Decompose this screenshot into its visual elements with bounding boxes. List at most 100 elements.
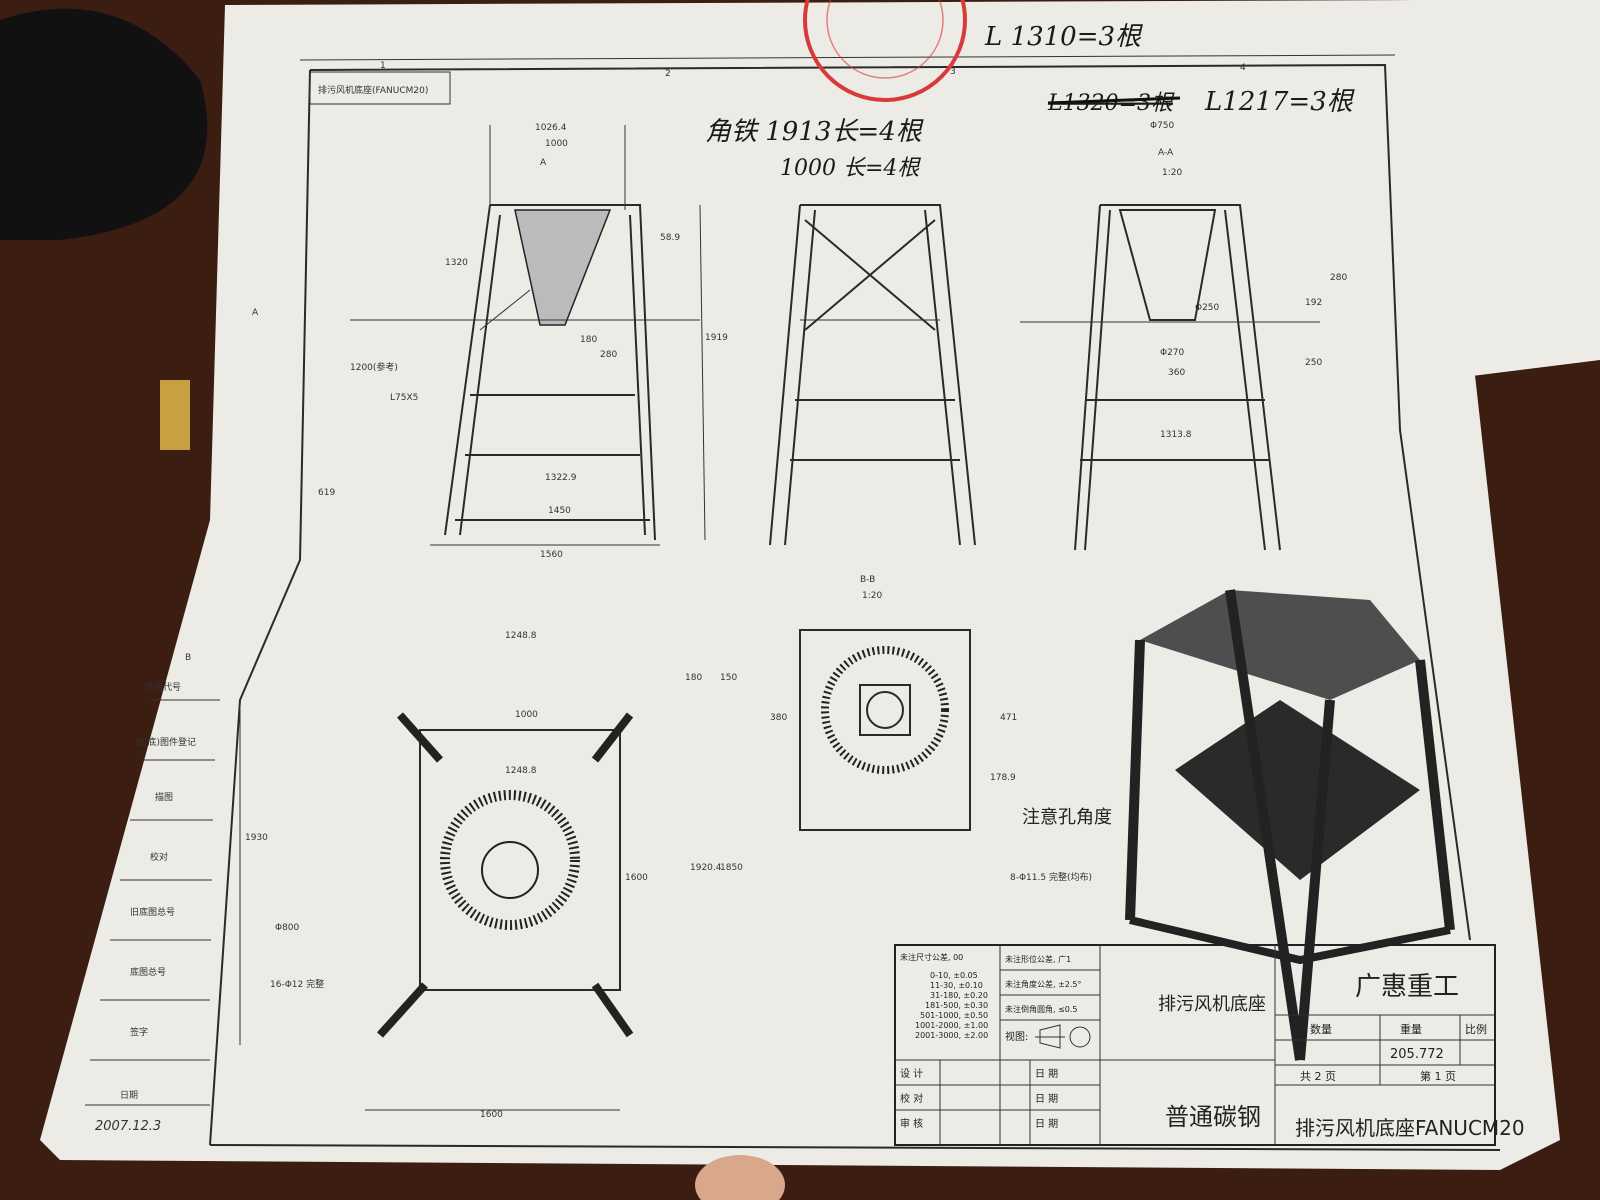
dimension-label: B-B xyxy=(860,575,875,585)
dimension-label: 1920.4 xyxy=(690,863,722,873)
material: 普通碳钢 xyxy=(1165,1103,1261,1131)
dimension-label: 192 xyxy=(1305,298,1322,308)
header-title: 排污风机底座(FANUCM20) xyxy=(318,84,428,96)
dimension-label: 校 对 xyxy=(900,1092,923,1105)
left-revision-column: 借用代号 旧(底)图件登记 描图 校对 旧底图总号 底图总号 签字 日期 200… xyxy=(85,681,220,1134)
title-block: 未注尺寸公差, 00 0-10, ±0.05 11-30, ±0.10 31-1… xyxy=(894,944,1525,1146)
dimension-label: 数量 xyxy=(1310,1023,1332,1036)
dimension-label: 8-Φ11.5 完整(均布) xyxy=(1010,871,1092,883)
dimension-label: 1026.4 xyxy=(535,123,567,133)
dimension-label: 1850 xyxy=(720,863,743,873)
dimension-label: 未注倒角圆角, ≤0.5 xyxy=(1005,1004,1078,1014)
dimension-label: 180 xyxy=(580,335,597,345)
dimension-label: 1313.8 xyxy=(1160,430,1192,440)
finger xyxy=(695,1155,785,1200)
zone-1: 1 xyxy=(380,61,386,71)
dimension-label: 280 xyxy=(600,350,617,360)
dimension-label: 180 xyxy=(685,673,702,683)
dimension-label: 1560 xyxy=(540,550,563,560)
front-view: 1026.4 1000 A 58.9 1320 180 280 1919 120… xyxy=(318,123,728,560)
side-view: Φ750 A-A 1:20 280 192 250 1313.8 Φ250 Φ2… xyxy=(1020,121,1347,551)
frame-border xyxy=(309,63,1471,941)
drawing-number: 排污风机底座FANUCM20 xyxy=(1295,1116,1525,1140)
plan-view: 1248.8 1000 1248.8 1930 1600 1920.4 1850… xyxy=(239,631,743,1120)
yellow-card xyxy=(160,380,190,450)
dimension-label: 16-Φ12 完整 xyxy=(270,978,324,990)
dimension-label: 审 核 xyxy=(900,1117,923,1130)
handwritten-note: 角铁 1913长=4根 xyxy=(705,117,924,147)
dimension-label: 未注尺寸公差, 00 xyxy=(900,952,963,962)
zone-2: 2 xyxy=(665,69,671,79)
zone-column-labels: 1 2 3 4 A B xyxy=(185,61,1246,663)
dimension-label: 视图: xyxy=(1005,1030,1028,1043)
dimension-label: 校对 xyxy=(150,851,168,863)
black-bag-strap xyxy=(0,8,208,241)
dimension-label: 380 xyxy=(770,713,787,723)
part-name: 排污风机底座 xyxy=(1158,994,1266,1015)
dimension-label: 1200(参考) xyxy=(350,361,398,373)
projection-circle-icon xyxy=(1069,1026,1091,1048)
zone-B: B xyxy=(185,653,191,663)
red-stamp xyxy=(803,0,967,102)
dimension-label: 181-500, ±0.30 xyxy=(925,1001,988,1010)
dimension-label: 签字 xyxy=(130,1026,148,1038)
dimension-label: 旧(底)图件登记 xyxy=(135,736,196,748)
dimension-label: 1919 xyxy=(705,333,728,343)
dimension-label: 1320 xyxy=(445,258,468,268)
dimension-label: A xyxy=(540,158,547,168)
dimension-label: 未注角度公差, ±2.5° xyxy=(1005,979,1082,989)
dimension-label: 619 xyxy=(318,488,335,498)
dimension-label: 1322.9 xyxy=(545,473,577,483)
dimension-label: 31-180, ±0.20 xyxy=(930,991,988,1000)
dimension-label: 360 xyxy=(1168,368,1185,378)
dimension-label: 11-30, ±0.10 xyxy=(930,981,983,990)
dimension-label: A-A xyxy=(1158,148,1174,158)
dimension-label: 0-10, ±0.05 xyxy=(930,971,978,980)
dimension-label: 描图 xyxy=(155,791,173,803)
dimension-label: 1001-2000, ±1.00 xyxy=(915,1021,988,1030)
dimension-label: L75X5 xyxy=(390,393,418,403)
dimension-label: 1000 xyxy=(515,710,538,720)
dimension-label: 280 xyxy=(1330,273,1347,283)
dimension-label: 2001-3000, ±2.00 xyxy=(915,1031,988,1040)
weight-value: 205.772 xyxy=(1390,1047,1444,1062)
dimension-label: 日 期 xyxy=(1035,1118,1058,1130)
dimension-label: 借用代号 xyxy=(145,681,181,693)
dimension-label: 未注形位公差, 广1 xyxy=(1005,954,1071,964)
dimension-label: 58.9 xyxy=(660,233,680,243)
dimension-label: 第 1 页 xyxy=(1420,1069,1456,1083)
isometric-view xyxy=(1125,589,1455,1061)
zone-A: A xyxy=(252,308,259,318)
dimension-label: 1000 xyxy=(545,139,568,149)
dimension-label: 比例 xyxy=(1465,1022,1487,1036)
dimension-label: 日 期 xyxy=(1035,1093,1058,1105)
dimension-label: 日期 xyxy=(120,1090,138,1101)
dimension-label: 178.9 xyxy=(990,773,1016,783)
handwritten-note: L 1310=3根 xyxy=(984,22,1143,52)
handwritten-note: L1217=3根 xyxy=(1204,87,1355,117)
detail-view: B-B 1:20 380 471 178.9 8-Φ11.5 完整(均布) 注意… xyxy=(770,575,1112,883)
dimension-label: 重量 xyxy=(1400,1022,1422,1036)
zone-4: 4 xyxy=(1240,63,1246,73)
dimension-label: 1:20 xyxy=(1162,168,1182,178)
dimension-label: 1600 xyxy=(480,1110,503,1120)
dimension-label: 471 xyxy=(1000,713,1017,723)
dimension-label: 旧底图总号 xyxy=(130,906,175,918)
dimension-label: 1600 xyxy=(625,873,648,883)
zone-3: 3 xyxy=(950,67,956,77)
dimension-label: 日 期 xyxy=(1035,1068,1058,1080)
dimension-label: 1:20 xyxy=(862,591,882,601)
dimension-label: 底图总号 xyxy=(130,966,166,978)
dimension-label: Φ270 xyxy=(1160,348,1185,358)
header-box xyxy=(309,71,451,105)
middle-view xyxy=(769,204,976,546)
dimension-label: Φ800 xyxy=(275,923,300,933)
note-hole-angle: 注意孔角度 xyxy=(1022,807,1112,828)
dimension-label: 1248.8 xyxy=(505,631,537,641)
dimension-label: 250 xyxy=(1305,358,1322,368)
dimension-label: 1248.8 xyxy=(505,766,537,776)
dimension-label: 设 计 xyxy=(900,1067,923,1080)
company-name: 广惠重工 xyxy=(1355,972,1459,1002)
drawing-date: 2007.12.3 xyxy=(95,1119,161,1134)
